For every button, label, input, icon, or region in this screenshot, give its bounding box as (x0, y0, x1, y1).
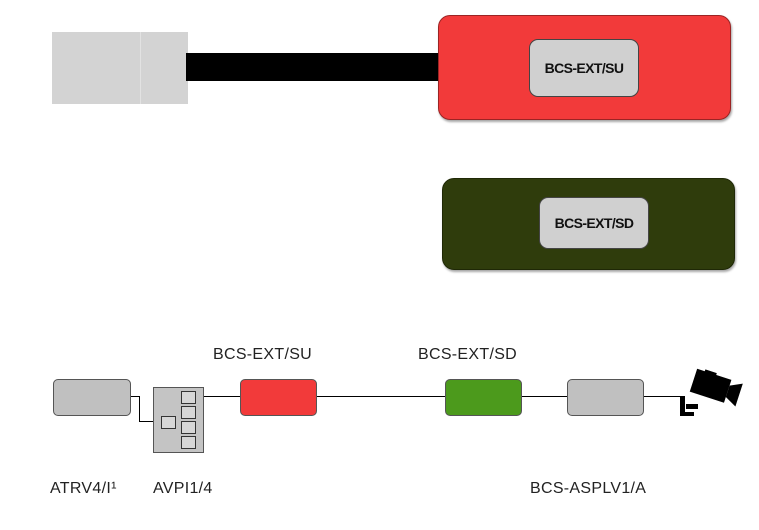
label-su: BCS-EXT/SU (213, 346, 313, 363)
camera-icon (680, 368, 743, 416)
wire-atrv-out (129, 396, 139, 397)
wire-hub-su (194, 396, 240, 397)
wire-atrv-in (139, 421, 161, 422)
wire-sd-asplv (520, 396, 567, 397)
node-asplv (567, 379, 644, 416)
wire-asplv-camera (642, 396, 680, 397)
node-avpi-hub (153, 387, 204, 453)
label-asplv: BCS-ASPLV1/A (530, 480, 647, 497)
plug-divider (140, 32, 141, 104)
node-atrv (53, 379, 131, 416)
connector-plug (52, 32, 188, 104)
cable (186, 53, 442, 81)
node-sd (445, 379, 522, 416)
hub-port-3 (181, 421, 196, 434)
device-sd-label: BCS-EXT/SD (539, 197, 649, 249)
node-su (240, 379, 317, 416)
label-avpi: AVPI1/4 (153, 480, 213, 497)
label-atrv: ATRV4/I¹ (50, 480, 117, 497)
wire-atrv-down (139, 396, 140, 421)
label-sd: BCS-EXT/SD (418, 346, 518, 363)
hub-port-2 (181, 406, 196, 419)
hub-port-in (161, 416, 176, 429)
wire-su-sd (315, 396, 445, 397)
device-su-label: BCS-EXT/SU (529, 39, 639, 97)
hub-port-4 (181, 436, 196, 449)
hub-port-1 (181, 391, 196, 404)
